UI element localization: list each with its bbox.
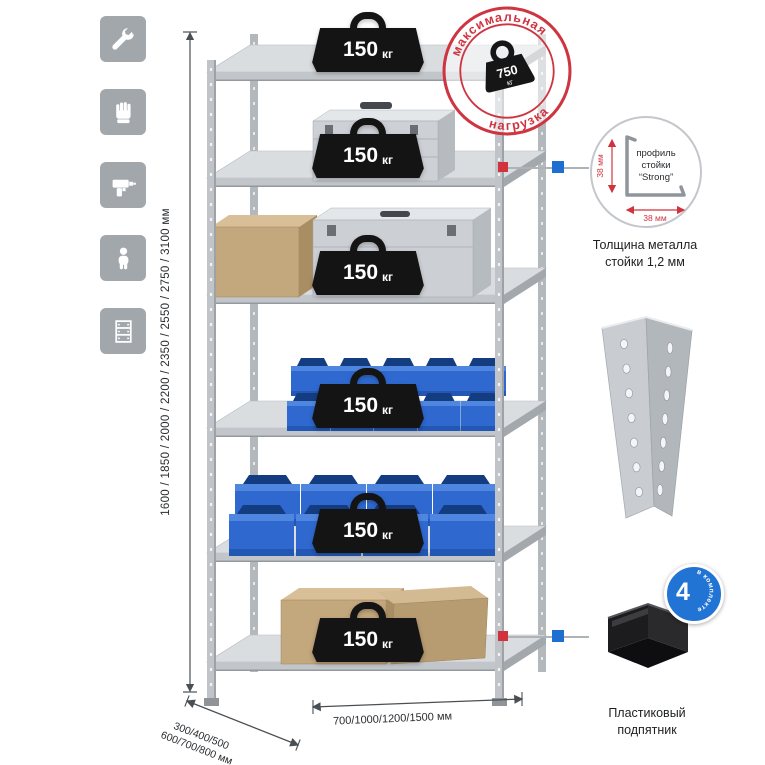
shelf-load-badge: 150 кг: [311, 368, 425, 428]
badge-arc-text: в комплекте: [696, 569, 714, 614]
weight-body: 150 кг: [312, 384, 424, 428]
weight-handle-icon: [350, 235, 386, 251]
shelf-load-badge: 150 кг: [311, 118, 425, 178]
wrench-icon-glyph: [111, 27, 134, 50]
profile-dim-vertical: 38 мм: [595, 154, 605, 178]
weight-body: 150 кг: [312, 134, 424, 178]
svg-text:в комплекте: в комплекте: [696, 569, 715, 614]
profile-marker-red-square: [498, 162, 508, 172]
profile-caption-line1: Толщина металла: [592, 238, 698, 252]
perforated-post-illustration: [601, 315, 693, 519]
drill-icon-glyph: [112, 179, 136, 196]
gloves-icon-glyph: [115, 101, 131, 123]
weight-body: 150 кг: [312, 28, 424, 72]
profile-text-line2: стойки: [641, 160, 670, 171]
load-unit: кг: [382, 527, 394, 542]
load-value: 150: [342, 519, 379, 542]
weight-body: 150 кг: [312, 509, 424, 553]
foot-caption: Пластиковый подпятник: [577, 705, 717, 739]
weight-body: 150 кг: [312, 618, 424, 662]
load-unit: кг: [382, 402, 394, 417]
weight-handle-icon: [350, 12, 386, 28]
foot-caption-line2: подпятник: [617, 722, 677, 737]
profile-connector-line: [503, 167, 589, 169]
post-profile-detail-circle: 38 мм профиль стойки “Strong” 38 мм: [590, 116, 702, 228]
profile-text-line3: “Strong”: [639, 172, 673, 183]
load-value: 150: [342, 628, 379, 651]
rack-icon-glyph: [114, 319, 132, 343]
stamp-load-unit: кг: [506, 77, 514, 87]
post-profile-diagram: 38 мм профиль стойки “Strong” 38 мм: [595, 135, 686, 223]
included-count-badge: 4 в комплекте: [664, 564, 724, 624]
profile-dim-horizontal: 38 мм: [643, 213, 667, 223]
drill-icon: [100, 162, 146, 208]
load-unit: кг: [382, 46, 394, 61]
profile-marker-blue-square: [552, 161, 564, 173]
load-unit: кг: [382, 636, 394, 651]
rack-icon: [100, 308, 146, 354]
foot-marker-red-square: [498, 631, 508, 641]
stamp-weight-body-icon: [485, 53, 535, 93]
foot-connector-line: [503, 636, 589, 638]
foot-caption-line1: Пластиковый: [608, 706, 686, 720]
weight-handle-icon: [350, 368, 386, 384]
load-value: 150: [342, 38, 379, 61]
height-dimensions-label: 1600 / 1850 / 2000 / 2200 / 2350 / 2550 …: [160, 208, 172, 516]
load-unit: кг: [382, 152, 394, 167]
profile-caption: Толщина металла стойки 1,2 мм: [572, 237, 718, 271]
shelf-load-badge: 150 кг: [311, 235, 425, 295]
weight-handle-icon: [350, 118, 386, 134]
load-value: 150: [342, 261, 379, 284]
angle-profile-icon: [625, 135, 686, 197]
badge-count-value: 4: [676, 578, 690, 606]
wrench-icon: [100, 16, 146, 62]
person-icon: [100, 235, 146, 281]
weight-handle-icon: [350, 493, 386, 509]
shelf-load-badge: 150 кг: [311, 493, 425, 553]
shelf-load-badge: 150 кг: [311, 602, 425, 662]
height-dimension-line: [183, 31, 197, 693]
person-icon-glyph: [118, 247, 128, 269]
included-count-badge-graphic: 4 в комплекте: [676, 569, 715, 614]
load-value: 150: [342, 394, 379, 417]
profile-text-line1: профиль: [636, 148, 675, 159]
stamp-load-value: 750: [495, 63, 519, 82]
weight-handle-icon: [350, 602, 386, 618]
gloves-icon: [100, 89, 146, 135]
shelf-load-badge: 150 кг: [311, 12, 425, 72]
bottom-dimension-lines: [184, 692, 524, 751]
load-unit: кг: [382, 269, 394, 284]
load-value: 150: [342, 144, 379, 167]
foot-marker-blue-square: [552, 630, 564, 642]
back-posts: [250, 34, 546, 672]
profile-caption-line2: стойки 1,2 мм: [605, 254, 685, 269]
weight-body: 150 кг: [312, 251, 424, 295]
